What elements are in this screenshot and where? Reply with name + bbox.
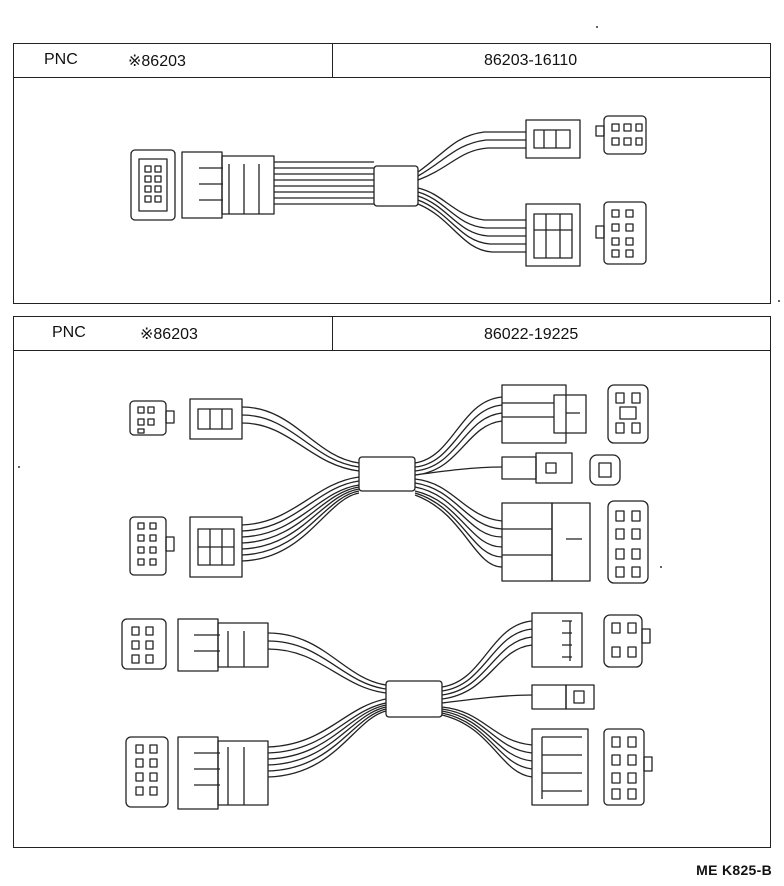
lower-right-connector-2 [531,684,595,710]
lower-left-connector-1 [177,618,269,672]
connector-face-right-upper [595,115,647,155]
figure-code: ME K825-B [696,862,772,878]
upper-right-face-2 [589,454,621,486]
wire-harness-diagram-1 [130,115,647,267]
wire-harness-diagram-2 [121,384,653,810]
upper-right-face-1 [607,384,649,444]
connector-right-upper [525,119,581,159]
lower-wire-bundle [267,620,533,778]
connector-face-right-lower [595,201,647,265]
upper-right-face-3 [607,500,649,584]
pnc-value: ※86203 [128,53,186,70]
pnc-label: PNC [52,324,86,341]
pnc-label: PNC [44,51,78,68]
lower-right-connector-1 [531,612,583,668]
lower-right-connector-3 [531,728,589,806]
upper-wire-bundle [241,396,503,568]
scan-speck [778,300,780,302]
lower-left-connector-2 [177,736,269,810]
upper-right-connector-2 [501,452,573,484]
scan-speck [596,26,598,28]
header-divider [332,44,333,77]
harness-panel-2: PNC ※86203 86022-19225 [13,316,771,848]
header-divider [332,317,333,350]
part-number: 86022-19225 [484,326,579,343]
upper-right-connector-3 [501,502,591,582]
upper-left-face-1 [129,400,175,436]
pnc-value: ※86203 [140,326,198,343]
scan-speck [660,566,662,568]
connector-face-left [130,149,176,221]
connector-right-lower [525,203,581,267]
wire-bundle [274,131,526,253]
upper-right-connector-1 [501,384,587,444]
upper-left-connector-1 [189,398,243,440]
lower-left-face-1 [121,618,167,670]
upper-left-face-2 [129,516,175,576]
connector-left [181,151,275,219]
scan-speck [18,466,20,468]
part-number: 86203-16110 [484,52,578,69]
upper-left-connector-2 [189,516,243,578]
panel-1-header: PNC ※86203 86203-16110 [14,44,770,78]
panel-2-header: PNC ※86203 86022-19225 [14,317,770,351]
lower-right-face-3 [603,728,653,806]
harness-panel-1: PNC ※86203 86203-16110 [13,43,771,304]
lower-left-face-2 [125,736,169,808]
lower-right-face-1 [603,614,651,668]
